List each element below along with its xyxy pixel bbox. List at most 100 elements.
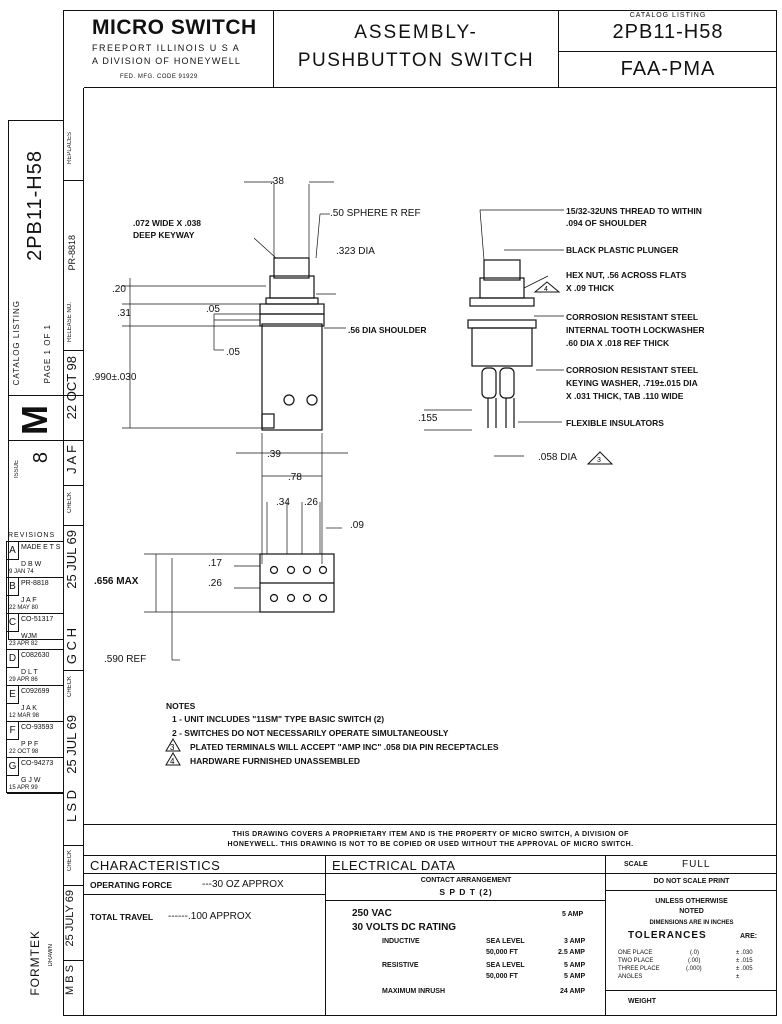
strip-divider: [63, 180, 84, 181]
side-upper-check-date: 25 JUL 69: [64, 530, 79, 589]
revision-signature: WJM: [21, 633, 37, 640]
callout-lockwasher-3: .60 DIA X .018 REF THICK: [566, 338, 670, 348]
callout-hexnut: HEX NUT, .56 ACROSS FLATS: [566, 270, 687, 280]
note-3-number: 3: [170, 743, 175, 752]
revision-letter: A: [7, 542, 19, 560]
callout-thread: 15/32-32UNS THREAD TO WITHIN: [566, 206, 702, 216]
revision-letter: F: [7, 722, 19, 740]
revision-text: CO-51317: [21, 616, 54, 623]
dim-dia323: .323 DIA: [336, 246, 375, 257]
revision-date: 9 JAN 74: [9, 569, 34, 575]
electrical-header: ELECTRICAL DATA: [326, 856, 606, 874]
revision-text: PR-8818: [21, 580, 49, 587]
tolerances-label: TOLERANCES: [628, 930, 707, 941]
scale-value: FULL: [682, 859, 711, 870]
company-address: FREEPORT ILLINOIS U S A: [92, 43, 241, 53]
revision-text: CO-93593: [21, 724, 54, 731]
rivet: [283, 394, 295, 406]
angles-tol: ±: [736, 974, 740, 980]
note-4: HARDWARE FURNISHED UNASSEMBLED: [190, 756, 361, 766]
side-drawn-initials: M B S: [64, 965, 76, 995]
resistive-label: RESISTIVE: [382, 962, 419, 969]
travel-value: ------.100 APPROX: [168, 911, 252, 922]
fed-code: FED. MFG. CODE 91929: [120, 74, 198, 80]
side-formtek: FORMTEK: [28, 930, 42, 996]
proprietary-line-1: THIS DRAWING COVERS A PROPRIETARY ITEM A…: [232, 831, 629, 838]
dim-height: .990±.030: [92, 372, 137, 383]
side-check-date: 25 JUL 69: [64, 715, 79, 774]
side-issue: 8: [30, 452, 52, 464]
side-page: PAGE 1 OF 1: [43, 324, 52, 384]
dim-shoulder: .56 DIA SHOULDER: [348, 325, 427, 335]
unless-2: NOTED: [679, 908, 704, 915]
char-divider: [84, 894, 326, 895]
note-3-triangle: 3: [165, 738, 181, 752]
strip-divider: [63, 885, 84, 886]
proprietary-notice: THIS DRAWING COVERS A PROPRIETARY ITEM A…: [84, 824, 777, 856]
revision-letter: C: [7, 614, 19, 632]
proprietary-line-2: HONEYWELL. THIS DRAWING IS NOT TO BE COP…: [227, 841, 634, 848]
callout-keywasher-2: KEYING WASHER, .719±.015 DIA: [566, 378, 698, 388]
dim-sphere: .50 SPHERE R REF: [330, 208, 421, 219]
strip-divider: [63, 525, 84, 526]
force-value: ---30 OZ APPROX: [202, 879, 284, 890]
revision-date: 12 MAR 98: [9, 713, 40, 719]
revision-date: 22 MAY 80: [9, 605, 39, 611]
side-initials: J A F: [64, 445, 79, 474]
resistive-sea-amp: 5 AMP: [564, 962, 586, 969]
two-place-label: TWO PLACE: [618, 958, 654, 964]
right-bushing: [479, 277, 525, 299]
inductive-alt: 50,000 FT: [486, 949, 518, 956]
travel-label: TOTAL TRAVEL: [90, 912, 154, 922]
electrical-block: ELECTRICAL DATA CONTACT ARRANGEMENT S P …: [326, 856, 606, 1016]
dim-w78: .78: [288, 472, 302, 483]
dims-in-inches: DIMENSIONS ARE IN INCHES: [649, 920, 734, 926]
inrush-label: MAXIMUM INRUSH: [382, 988, 445, 995]
side-drawn-date: 25 JULY 69: [64, 890, 76, 947]
two-place-value: (.00): [688, 958, 701, 964]
callout-thread-2: .094 OF SHOULDER: [566, 218, 647, 228]
strip-divider: [8, 440, 84, 441]
switch-body: [261, 323, 323, 431]
dim-31: .31: [117, 308, 131, 319]
scale-label: SCALE: [624, 861, 648, 868]
revision-letter: D: [7, 650, 19, 668]
title-line-1: ASSEMBLY-: [354, 22, 478, 43]
note-4-triangle: 4: [165, 752, 181, 766]
dim-h17: .17: [208, 558, 222, 569]
revision-text: C082630: [21, 652, 50, 659]
revision-letter: G: [7, 758, 19, 776]
lockwasher: [265, 297, 319, 305]
side-check-label-2: CHECK: [67, 850, 73, 872]
callout-keywasher-3: X .031 THICK, TAB .110 WIDE: [566, 391, 684, 401]
bushing: [269, 275, 315, 299]
strip-divider: [63, 960, 84, 961]
terminal-tab: [261, 413, 275, 429]
dim-058: .058 DIA: [538, 452, 577, 463]
side-catalog-number: 2PB11-H58: [24, 150, 46, 261]
dim-05b: .05: [226, 347, 240, 358]
triangle-3-marker: 3: [597, 457, 601, 464]
side-date: 22 OCT 98: [64, 356, 79, 420]
inductive-label: INDUCTIVE: [382, 938, 420, 945]
revisions-label: REVISIONS: [8, 532, 56, 539]
ac-rating: 250 VAC: [352, 908, 392, 919]
contact-value: S P D T (2): [439, 887, 493, 897]
dim-ref590: .590 REF: [104, 654, 147, 665]
rivet: [306, 394, 318, 406]
scale-row: SCALE FULL: [606, 856, 777, 874]
callout-plunger: BLACK PLASTIC PLUNGER: [566, 245, 679, 255]
dim-w34: .34: [276, 497, 290, 508]
certification-text: FAA-PMA: [620, 58, 716, 80]
company-block: MICRO SWITCH FREEPORT ILLINOIS U S A A D…: [84, 10, 274, 88]
three-place-tol: ± .005: [736, 966, 753, 972]
dim-05a: .05: [206, 304, 220, 315]
side-check-initials: L S D: [64, 790, 79, 823]
catalog-block: CATALOG LISTING 2PB11-H58 FAA-PMA: [559, 10, 777, 88]
resistive-alt: 50,000 FT: [486, 973, 518, 980]
characteristics-label: CHARACTERISTICS: [90, 858, 221, 873]
